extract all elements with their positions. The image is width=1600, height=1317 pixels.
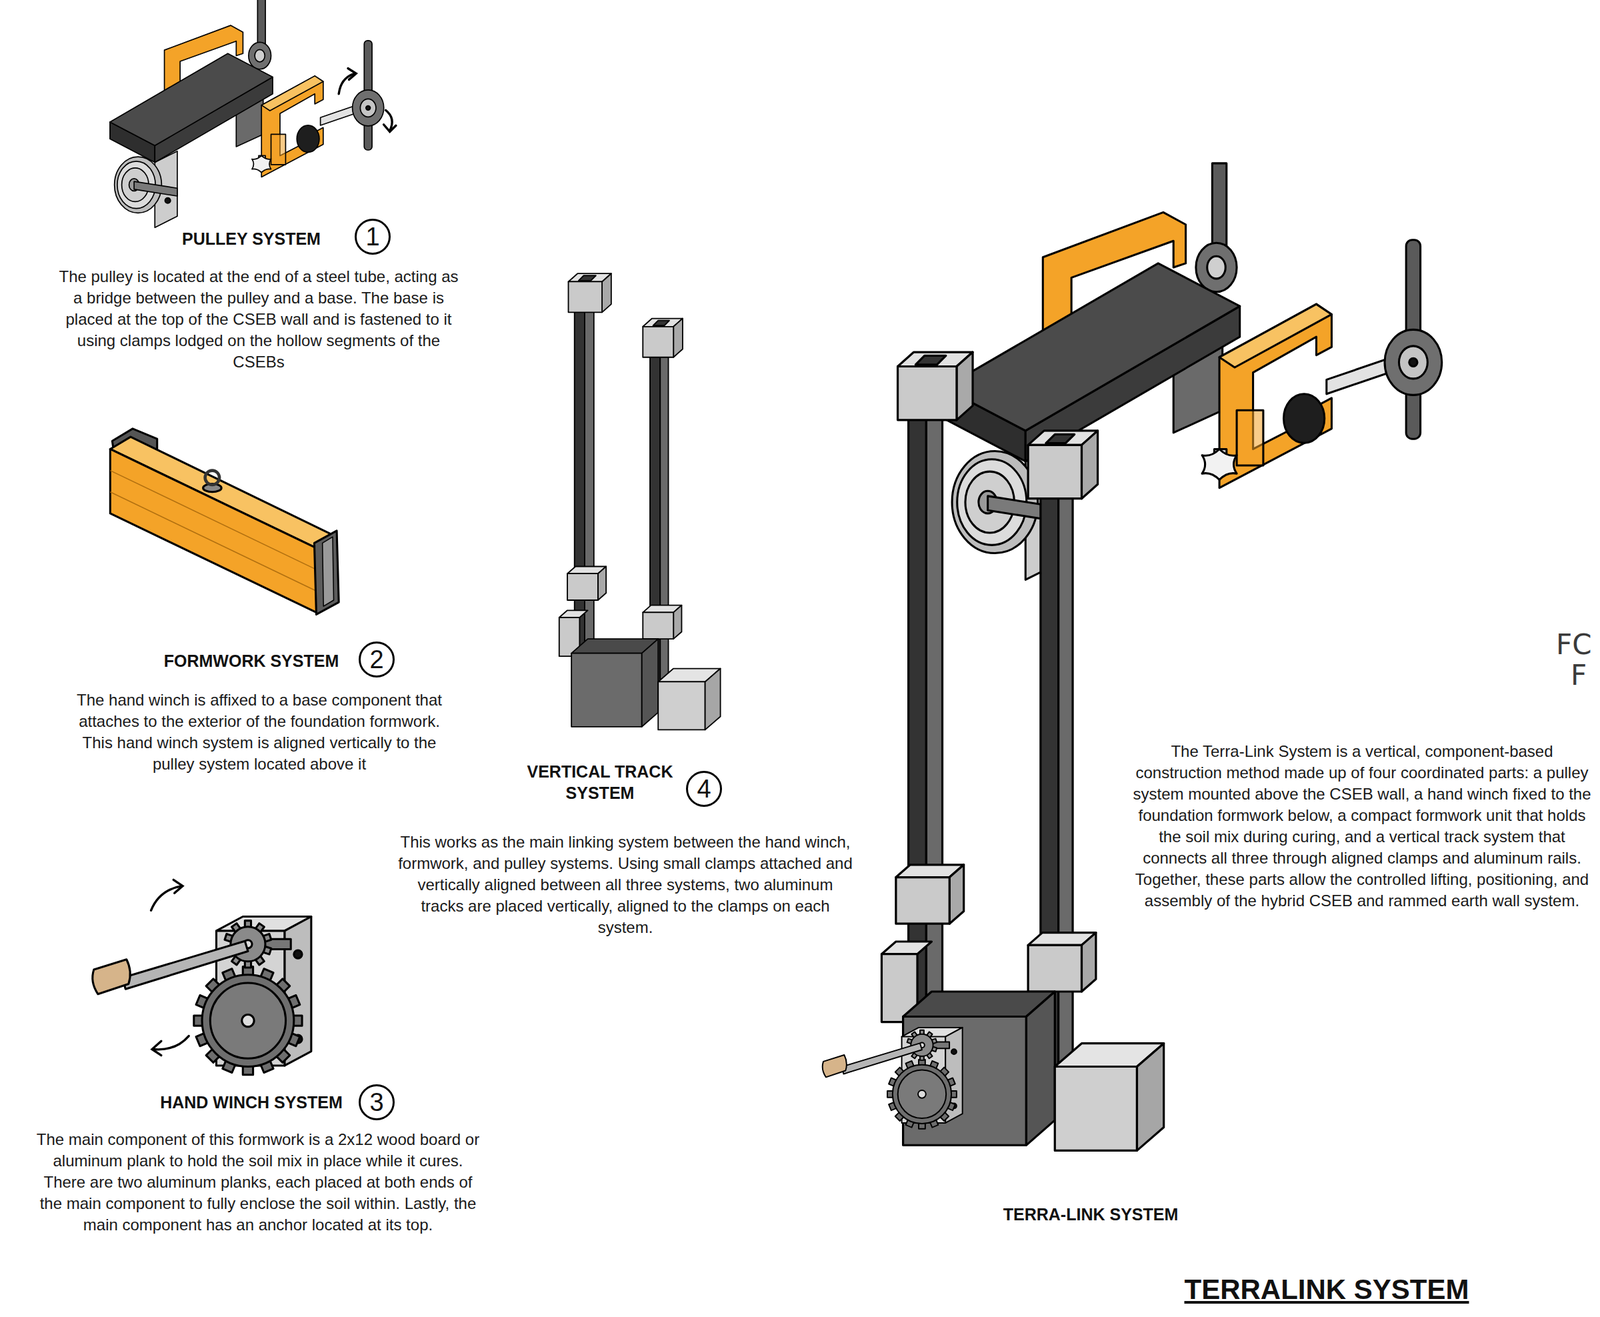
formwork-illustration-part (314, 530, 339, 615)
formwork-illustration-part (322, 536, 334, 606)
terra-link-assembly (822, 163, 1442, 1150)
description-text: This works as the main linking system be… (395, 831, 856, 938)
formwork-illustration-part (110, 470, 316, 570)
rotation-arrow-part (348, 68, 356, 80)
description-text: The hand winch is affixed to a base comp… (66, 689, 453, 775)
formwork-illustration-part (205, 470, 220, 485)
section-heading: HAND WINCH SYSTEM (118, 1091, 385, 1113)
rotation-arrow-part (384, 124, 396, 132)
hand-winch-illustration (822, 1027, 963, 1129)
description-text: The main component of this formwork is a… (31, 1128, 485, 1236)
callout-number: 2 (358, 641, 395, 678)
rotation-arrow-part (152, 1040, 162, 1055)
callout-number-text: 1 (365, 224, 380, 250)
callout-number: 3 (358, 1084, 395, 1120)
cropped-note: FC (1556, 629, 1600, 660)
formwork-illustration (110, 428, 339, 615)
callout-number-text: 4 (696, 776, 711, 802)
rotation-arrow (338, 68, 396, 132)
hand-winch-illustration (92, 916, 312, 1074)
page-title: TERRALINK SYSTEM (1126, 1272, 1527, 1307)
vertical-track-illustration (559, 273, 721, 730)
pulley-illustration (944, 163, 1442, 580)
callout-number-text: 3 (369, 1089, 384, 1115)
formwork-illustration-part (110, 492, 316, 591)
pulley-illustration (110, 0, 384, 228)
callout-number-text: 2 (369, 646, 384, 672)
rotation-arrow (151, 879, 190, 1055)
assembly-heading: TERRA-LINK SYSTEM (957, 1203, 1224, 1225)
cropped-note: F (1570, 660, 1600, 691)
section-heading: FORMWORK SYSTEM (118, 650, 385, 672)
illustration-layer (92, 0, 1442, 1150)
formwork-illustration-part (110, 448, 316, 612)
callout-number: 4 (686, 770, 722, 807)
section-heading: PULLEY SYSTEM (118, 228, 385, 250)
rotation-arrow-part (173, 879, 183, 893)
callout-number: 1 (354, 218, 391, 255)
section-heading: VERTICAL TRACK SYSTEM (526, 760, 674, 804)
description-text: The Terra-Link System is a vertical, com… (1128, 740, 1596, 912)
description-text: The pulley is located at the end of a st… (58, 266, 459, 373)
